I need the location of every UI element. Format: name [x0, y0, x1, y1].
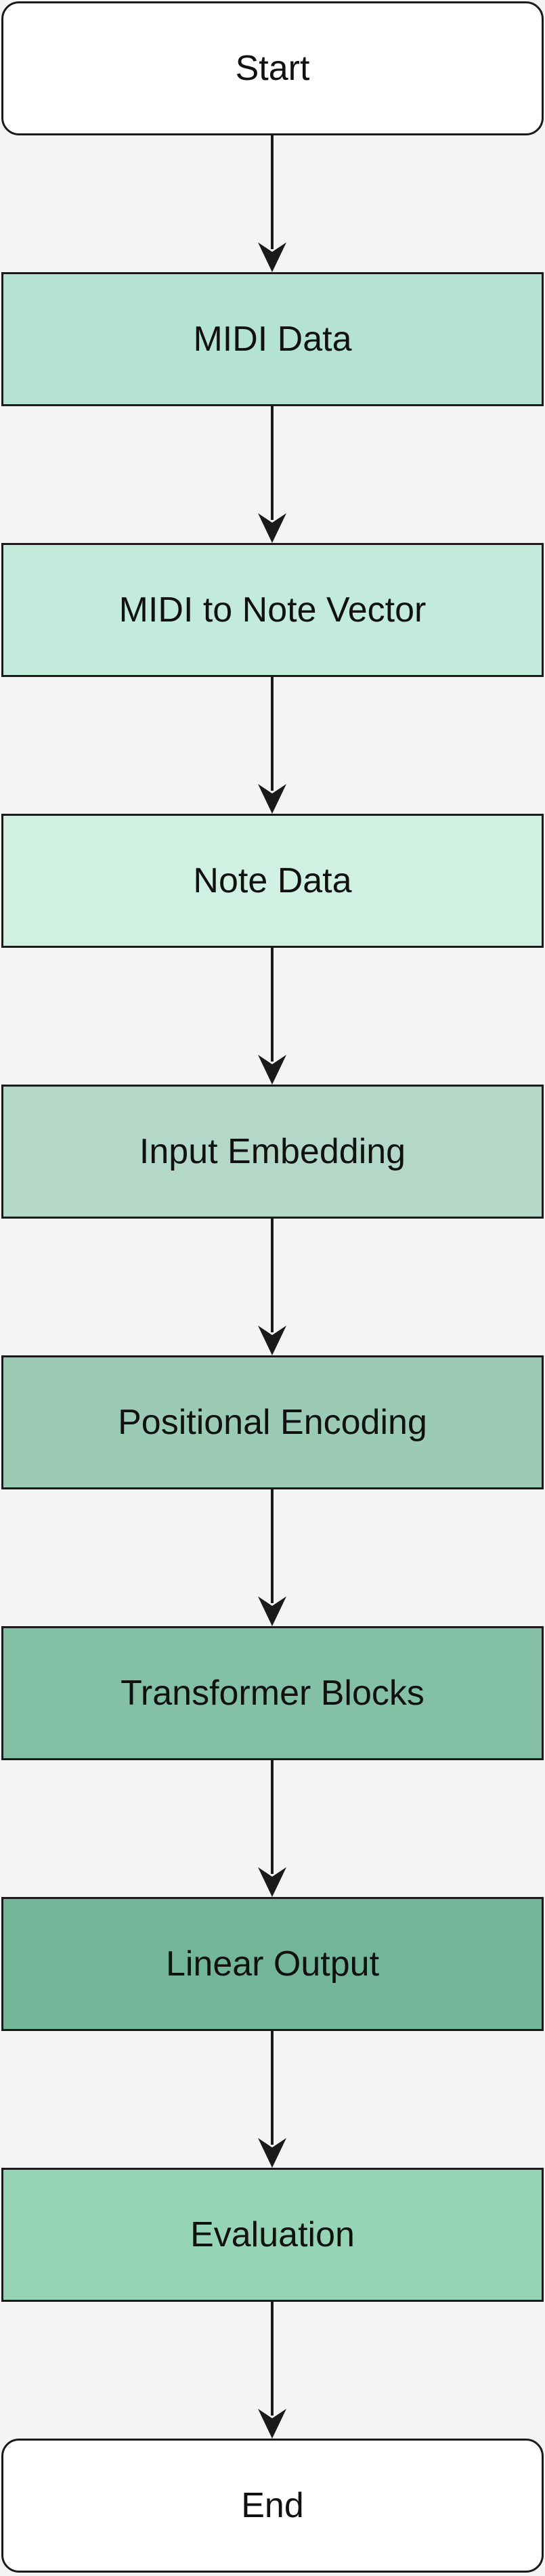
- arrowhead-icon: [258, 2138, 286, 2168]
- node-label-evaluation: Evaluation: [190, 2215, 355, 2254]
- node-label-end: End: [241, 2486, 304, 2525]
- arrowhead-icon: [258, 242, 286, 272]
- node-label-input-embedding: Input Embedding: [139, 1132, 406, 1171]
- edge-midi-to-note-vector-to-note-data: [258, 677, 286, 814]
- node-midi-data: MIDI Data: [1, 272, 544, 406]
- edge-positional-encoding-to-transformer-blocks: [258, 1489, 286, 1626]
- node-start: Start: [1, 1, 544, 135]
- arrowhead-icon: [258, 1867, 286, 1897]
- node-positional-encoding: Positional Encoding: [1, 1355, 544, 1489]
- node-label-note-data: Note Data: [193, 861, 352, 900]
- edge-midi-data-to-midi-to-note-vector: [258, 406, 286, 543]
- node-end: End: [1, 2439, 544, 2573]
- node-input-embedding: Input Embedding: [1, 1085, 544, 1219]
- arrowhead-icon: [258, 1326, 286, 1355]
- edge-transformer-blocks-to-linear-output: [258, 1760, 286, 1897]
- node-label-midi-data: MIDI Data: [193, 320, 352, 359]
- node-label-transformer-blocks: Transformer Blocks: [121, 1674, 424, 1713]
- arrowhead-icon: [258, 513, 286, 543]
- node-label-start: Start: [235, 49, 310, 88]
- edge-linear-output-to-evaluation: [258, 2031, 286, 2168]
- node-linear-output: Linear Output: [1, 1897, 544, 2031]
- node-label-midi-to-note-vector: MIDI to Note Vector: [118, 590, 427, 630]
- arrowhead-icon: [258, 2409, 286, 2439]
- edge-start-to-midi-data: [258, 135, 286, 272]
- node-evaluation: Evaluation: [1, 2168, 544, 2302]
- node-note-data: Note Data: [1, 814, 544, 948]
- node-label-linear-output: Linear Output: [165, 1944, 380, 1984]
- arrowhead-icon: [258, 1596, 286, 1626]
- edge-input-embedding-to-positional-encoding: [258, 1219, 286, 1355]
- edge-note-data-to-input-embedding: [258, 948, 286, 1085]
- node-label-positional-encoding: Positional Encoding: [118, 1403, 427, 1442]
- edge-evaluation-to-end: [258, 2302, 286, 2439]
- node-midi-to-note-vector: MIDI to Note Vector: [1, 543, 544, 677]
- arrowhead-icon: [258, 784, 286, 814]
- arrowhead-icon: [258, 1055, 286, 1085]
- node-transformer-blocks: Transformer Blocks: [1, 1626, 544, 1760]
